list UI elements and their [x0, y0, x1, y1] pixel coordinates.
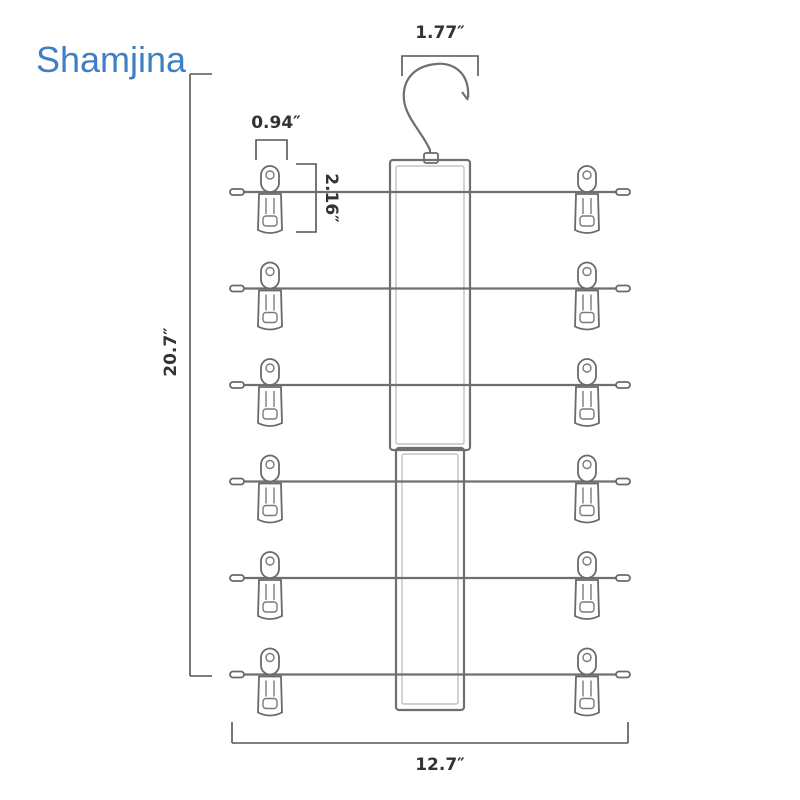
pant-clip-left	[257, 165, 283, 234]
pant-clip-left	[257, 261, 283, 331]
bar-end-cap	[229, 574, 245, 582]
total-height-dimension: 20.7″	[161, 73, 212, 677]
hanger-tier	[229, 165, 631, 234]
pant-clip-right	[574, 358, 600, 427]
bar-end-cap	[615, 477, 631, 486]
bar-end-cap	[229, 381, 245, 389]
clip-height-dimension: 2.16″	[296, 163, 341, 233]
bar-end-cap	[229, 477, 245, 486]
bar-end-cap	[229, 284, 245, 293]
bar-end-cap	[615, 284, 631, 293]
bar-end-cap	[229, 670, 245, 679]
pant-clip-left	[257, 358, 283, 427]
pant-clip-right	[574, 261, 600, 331]
hook-width-label: 1.77″	[415, 23, 465, 43]
hanger-tier	[229, 551, 631, 620]
hanger-tier	[229, 454, 631, 524]
clip-height-label: 2.16″	[321, 173, 341, 223]
pant-clip-left	[257, 647, 283, 717]
pant-clip-right	[574, 165, 600, 234]
pant-clip-right	[574, 647, 600, 717]
total-width-label: 12.7″	[415, 755, 465, 775]
hanger-frame-upper	[388, 158, 472, 452]
total-height-label: 20.7″	[161, 327, 181, 377]
pant-clip-left	[257, 454, 283, 524]
clip-width-label: 0.94″	[251, 113, 301, 133]
pant-clip-right	[574, 551, 600, 620]
bar-end-cap	[615, 574, 631, 582]
bar-end-cap	[229, 188, 245, 196]
bar-end-cap	[615, 188, 631, 196]
pant-clip-right	[574, 454, 600, 524]
hanger-tier	[229, 261, 631, 331]
total-width-dimension: 12.7″	[231, 722, 629, 775]
hanger-hook	[402, 62, 470, 164]
hanger-tier	[229, 647, 631, 717]
brand-logo: Shamjina	[36, 39, 187, 80]
pant-clip-left	[257, 551, 283, 620]
clip-width-dimension: 0.94″	[251, 113, 301, 160]
bar-end-cap	[615, 381, 631, 389]
bar-end-cap	[615, 670, 631, 679]
hanger-tier	[229, 358, 631, 427]
hook-width-dimension: 1.77″	[401, 23, 479, 76]
hanger-tiers	[229, 165, 631, 717]
